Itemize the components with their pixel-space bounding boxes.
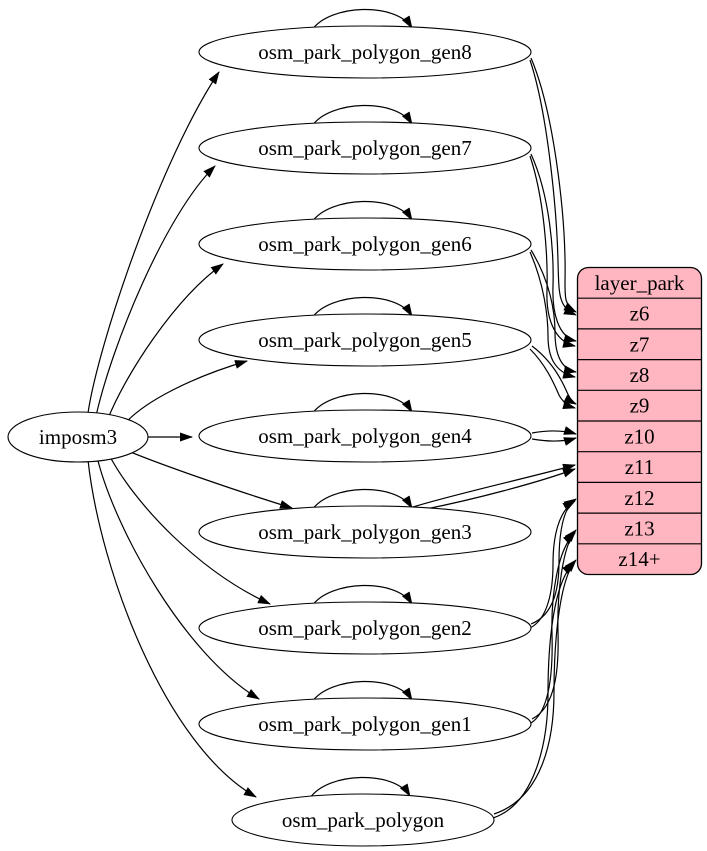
self-loop-osm_park_polygon_gen5	[311, 296, 413, 319]
self-loop-osm_park_polygon_gen8	[311, 8, 413, 31]
table-row-z9: z9	[630, 394, 650, 418]
node-shape-osm_park_polygon_gen4	[198, 409, 532, 463]
table-row-z10: z10	[624, 424, 654, 448]
edge-osm_park_polygon-layer_park-z14+-1	[493, 559, 577, 815]
node-label-osm_park_polygon_gen2: osm_park_polygon_gen2	[258, 616, 471, 640]
node-shape-osm_park_polygon_gen8	[198, 25, 532, 79]
node-shape-osm_park_polygon_gen7	[198, 121, 532, 175]
node-osm_park_polygon_gen8: osm_park_polygon_gen8	[198, 25, 532, 79]
node-label-osm_park_polygon_gen7: osm_park_polygon_gen7	[258, 136, 471, 160]
node-shape-osm_park_polygon_gen3	[198, 505, 532, 559]
node-label-osm_park_polygon_gen5: osm_park_polygon_gen5	[258, 328, 471, 352]
node-osm_park_polygon_gen2: osm_park_polygon_gen2	[198, 601, 532, 655]
table-layer_park: layer_park z6 z7 z8 z9 z10 z11 z12 z13 z14+	[576, 266, 703, 576]
edge-osm_park_polygon_gen8-layer_park-z6-2	[529, 59, 577, 316]
edge-osm_park_polygon_gen7-layer_park-z7-1	[530, 153, 577, 343]
node-label-osm_park_polygon_gen1: osm_park_polygon_gen1	[258, 712, 471, 736]
table-row-z8: z8	[630, 363, 650, 387]
edge-osm_park_polygon_gen4-layer_park-z10-2	[531, 437, 577, 446]
self-loop-osm_park_polygon_gen6	[311, 200, 413, 223]
node-osm_park_polygon_gen7: osm_park_polygon_gen7	[198, 121, 532, 175]
nodes-layer: imposm3 osm_park_polygon_gen8 osm_park_pol…	[7, 25, 532, 847]
edge-imposm3-osm_park_polygon_gen8	[87, 71, 220, 414]
node-osm_park_polygon_gen6: osm_park_polygon_gen6	[198, 217, 532, 271]
table-row-z11: z11	[625, 455, 655, 479]
edge-imposm3-osm_park_polygon_gen6	[106, 263, 224, 422]
edge-osm_park_polygon_gen6-layer_park-z8-1	[530, 249, 577, 375]
edge-imposm3-osm_park_polygon_gen3	[120, 447, 293, 509]
node-label-osm_park_polygon_gen4: osm_park_polygon_gen4	[258, 424, 472, 448]
node-shape-osm_park_polygon	[231, 793, 495, 847]
table-row-z7: z7	[630, 332, 650, 356]
edge-osm_park_polygon_gen6-layer_park-z8-2	[529, 251, 576, 379]
edge-osm_park_polygon_gen8-layer_park-z6-1	[530, 57, 577, 313]
node-shape-imposm3	[7, 411, 149, 463]
self-loop-osm_park_polygon_gen7	[311, 104, 413, 127]
node-label-imposm3: imposm3	[39, 425, 117, 449]
table-row-z14+: z14+	[618, 547, 660, 571]
edges-layer	[87, 8, 577, 819]
table-row-z6: z6	[630, 302, 650, 326]
node-imposm3: imposm3	[7, 411, 149, 463]
node-osm_park_polygon: osm_park_polygon	[231, 793, 495, 847]
edge-osm_park_polygon_gen4-layer_park-z10-1	[531, 426, 577, 435]
node-osm_park_polygon_gen4: osm_park_polygon_gen4	[198, 409, 532, 463]
node-shape-osm_park_polygon_gen6	[198, 217, 532, 271]
edge-imposm3-osm_park_polygon_gen2	[107, 452, 271, 605]
self-loop-osm_park_polygon_gen2	[311, 584, 413, 607]
edge-osm_park_polygon_gen2-layer_park-z12-2	[529, 500, 576, 629]
table-row-z13: z13	[624, 516, 654, 540]
edge-osm_park_polygon_gen2-layer_park-z12-1	[530, 498, 577, 625]
edge-imposm3-osm_park_polygon_gen1	[96, 456, 260, 700]
node-shape-osm_park_polygon_gen2	[198, 601, 532, 655]
edge-osm_park_polygon_gen3-layer_park-z11-2	[420, 468, 576, 511]
table-row-z12: z12	[624, 486, 654, 510]
node-label-osm_park_polygon_gen8: osm_park_polygon_gen8	[258, 40, 471, 64]
edge-osm_park_polygon_gen1-layer_park-z13-2	[530, 532, 576, 724]
node-shape-osm_park_polygon_gen1	[198, 697, 532, 751]
self-loop-osm_park_polygon_gen1	[311, 680, 413, 703]
node-osm_park_polygon_gen1: osm_park_polygon_gen1	[198, 697, 532, 751]
node-label-osm_park_polygon_gen3: osm_park_polygon_gen3	[258, 520, 471, 544]
edge-osm_park_polygon_gen5-layer_park-z9-2	[529, 348, 576, 410]
node-label-osm_park_polygon_gen6: osm_park_polygon_gen6	[258, 232, 471, 256]
edge-imposm3-osm_park_polygon_gen7	[95, 165, 216, 417]
node-label-osm_park_polygon: osm_park_polygon	[282, 808, 445, 832]
self-loop-osm_park_polygon_gen4	[311, 392, 413, 415]
node-osm_park_polygon_gen3: osm_park_polygon_gen3	[198, 505, 532, 559]
table-title: layer_park	[595, 271, 685, 295]
edge-imposm3-osm_park_polygon	[87, 459, 257, 798]
self-loop-osm_park_polygon	[309, 776, 411, 799]
edge-osm_park_polygon-layer_park-z14+-2	[492, 562, 575, 819]
self-loop-osm_park_polygon_gen3	[311, 488, 413, 511]
node-osm_park_polygon_gen5: osm_park_polygon_gen5	[198, 313, 532, 367]
edge-imposm3-osm_park_polygon_gen5	[120, 360, 248, 429]
node-shape-osm_park_polygon_gen5	[198, 313, 532, 367]
edge-osm_park_polygon_gen3-layer_park-z11-1	[412, 463, 576, 508]
